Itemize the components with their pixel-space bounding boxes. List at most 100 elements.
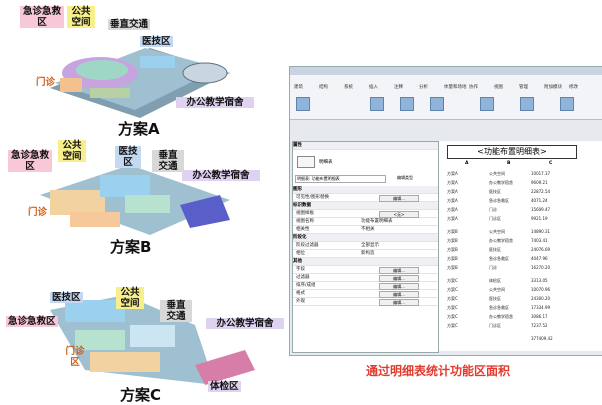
plan-a-label-emergency: 急诊急救区: [20, 6, 64, 28]
schedule-cell: 门诊: [489, 265, 497, 270]
ribbon-button[interactable]: [520, 97, 534, 111]
schedule-cell: 方案C: [447, 278, 458, 283]
ribbon-tab[interactable]: 附加模块: [544, 85, 562, 90]
ribbon-tab[interactable]: 插入: [369, 85, 378, 90]
schedule-cell: 方案C: [447, 323, 458, 328]
plan-a-label-outpatient: 门诊: [36, 77, 56, 88]
edit-button[interactable]: 编辑...: [379, 299, 419, 306]
schedule-cell: 方案A: [447, 171, 458, 176]
ribbon-button[interactable]: [560, 97, 574, 111]
plan-a-title: 方案A: [118, 120, 160, 138]
property-key: 可见性/图形替换: [296, 195, 330, 200]
schedule-cell: 24300.20: [531, 296, 551, 301]
property-key: 格式: [296, 291, 305, 296]
schedule-cell: 公共空间: [489, 171, 505, 176]
plan-b-label-outpatient: 门诊: [28, 207, 48, 218]
schedule-cell: 公共空间: [489, 287, 505, 292]
property-key: 阶段过滤器: [296, 243, 319, 248]
schedule-cell: 方案A: [447, 189, 458, 194]
schedule-cell: 方案C: [447, 296, 458, 301]
ribbon-tab[interactable]: 管理: [519, 85, 528, 90]
plan-b-label-emergency: 急诊急救区: [8, 150, 52, 172]
schedule-cell: 门诊区: [489, 323, 501, 328]
title-bar: [290, 67, 602, 75]
ribbon-tab[interactable]: 视图: [494, 85, 503, 90]
properties-header: 属性: [293, 142, 438, 150]
schedule-column-header: A: [465, 161, 469, 166]
schedule-cell: 17334.99: [531, 305, 551, 310]
property-group[interactable]: 阶段化: [293, 234, 438, 242]
ribbon-tab[interactable]: 协作: [469, 85, 478, 90]
plan-c-title: 方案C: [120, 386, 162, 404]
plan-c-label-public: 公共空间: [116, 287, 144, 309]
edit-button[interactable]: <无>: [379, 211, 419, 218]
property-row: 外观 编辑...: [293, 298, 438, 306]
plan-c-label-emergency: 急诊急救区: [6, 316, 58, 327]
property-value: 新构造: [361, 251, 375, 256]
properties-panel: 属性 明细表 明细表: 功能布置明细表 编辑类型 图形可见性/图形替换编辑...…: [292, 141, 439, 353]
ribbon-button[interactable]: [400, 97, 414, 111]
plan-b-label-medtech: 医技区: [115, 146, 141, 168]
ribbon-button[interactable]: [370, 97, 384, 111]
schedule-column-header: C: [549, 161, 553, 166]
property-group[interactable]: 标识数据: [293, 202, 438, 210]
schedule-cell: 4047.96: [531, 256, 548, 261]
schedule-cell: 方案A: [447, 180, 458, 185]
ribbon-button[interactable]: [430, 97, 444, 111]
property-row: 过滤器 编辑...: [293, 274, 438, 282]
property-key: 过滤器: [296, 275, 310, 280]
schedule-cell: 体检区: [489, 278, 501, 283]
schedule-cell: 门诊区: [489, 216, 501, 221]
property-value: 不相关: [361, 227, 375, 232]
property-row: 可见性/图形替换 编辑...: [293, 194, 438, 202]
property-key: 字段: [296, 267, 305, 272]
edit-button[interactable]: 编辑...: [379, 283, 419, 290]
property-group[interactable]: 其他: [293, 258, 438, 266]
ribbon-tab[interactable]: 修改: [569, 85, 578, 90]
property-value: 功能布置明细表: [361, 219, 393, 224]
ribbon-tab[interactable]: 建筑: [294, 85, 303, 90]
plan-c-model: [50, 295, 255, 385]
schedule-cell: 医技区: [489, 247, 501, 252]
property-key: 相关性: [296, 227, 310, 232]
plan-a-label-vertical: 垂直交通: [108, 19, 151, 30]
schedule-cell: 方案B: [447, 247, 458, 252]
property-row: 视图样板<无>: [293, 210, 438, 218]
ribbon-button[interactable]: [296, 97, 310, 111]
schedule-cell: 办公教学宿舍: [489, 314, 513, 319]
ribbon-tab[interactable]: 系统: [344, 85, 353, 90]
ribbon-button[interactable]: [480, 97, 494, 111]
edit-button[interactable]: 编辑...: [379, 195, 419, 202]
plan-a-label-public: 公共空间: [67, 6, 95, 28]
schedule-cell: 医技区: [489, 296, 501, 301]
instance-selector[interactable]: 明细表: 功能布置明细表: [295, 175, 386, 183]
ribbon-tab[interactable]: 体量和场地: [444, 85, 467, 90]
edit-button[interactable]: 编辑...: [379, 267, 419, 274]
edit-button[interactable]: 编辑...: [379, 275, 419, 282]
ribbon-tab[interactable]: 结构: [319, 85, 328, 90]
schedule-cell: 方案A: [447, 198, 458, 203]
plan-a-label-medtech: 医技区: [140, 36, 173, 47]
edit-button[interactable]: 编辑...: [379, 291, 419, 298]
property-group[interactable]: 图形: [293, 186, 438, 194]
schedule-cell: 24076.69: [531, 247, 551, 252]
property-key: 外观: [296, 299, 305, 304]
plan-b-title: 方案B: [110, 238, 152, 256]
type-name: 明细表: [319, 160, 333, 165]
schedule-cell: 377409.42: [531, 336, 553, 341]
schedule-column-header: B: [507, 161, 511, 166]
schedule-cell: 门诊: [489, 207, 497, 212]
plan-c-label-outpatient: 门诊区: [65, 346, 85, 368]
ribbon-tab[interactable]: 注释: [394, 85, 403, 90]
ribbon-tab[interactable]: 分析: [419, 85, 428, 90]
schedule-cell: 急诊急救区: [489, 198, 509, 203]
edit-type-button[interactable]: 编辑类型: [397, 175, 413, 180]
plan-b-model: [40, 165, 230, 235]
property-value: 全部显示: [361, 243, 379, 248]
plan-a-label-office: 办公教学宿舍: [176, 97, 254, 108]
schedule-cell: 急诊急救区: [489, 305, 509, 310]
plan-c-label-medtech: 医技区: [50, 292, 83, 303]
plan-c-label-vertical: 垂直交通: [160, 300, 192, 322]
schedule-cell: 7237.52: [531, 323, 548, 328]
schedule-cell: 公共空间: [489, 229, 505, 234]
